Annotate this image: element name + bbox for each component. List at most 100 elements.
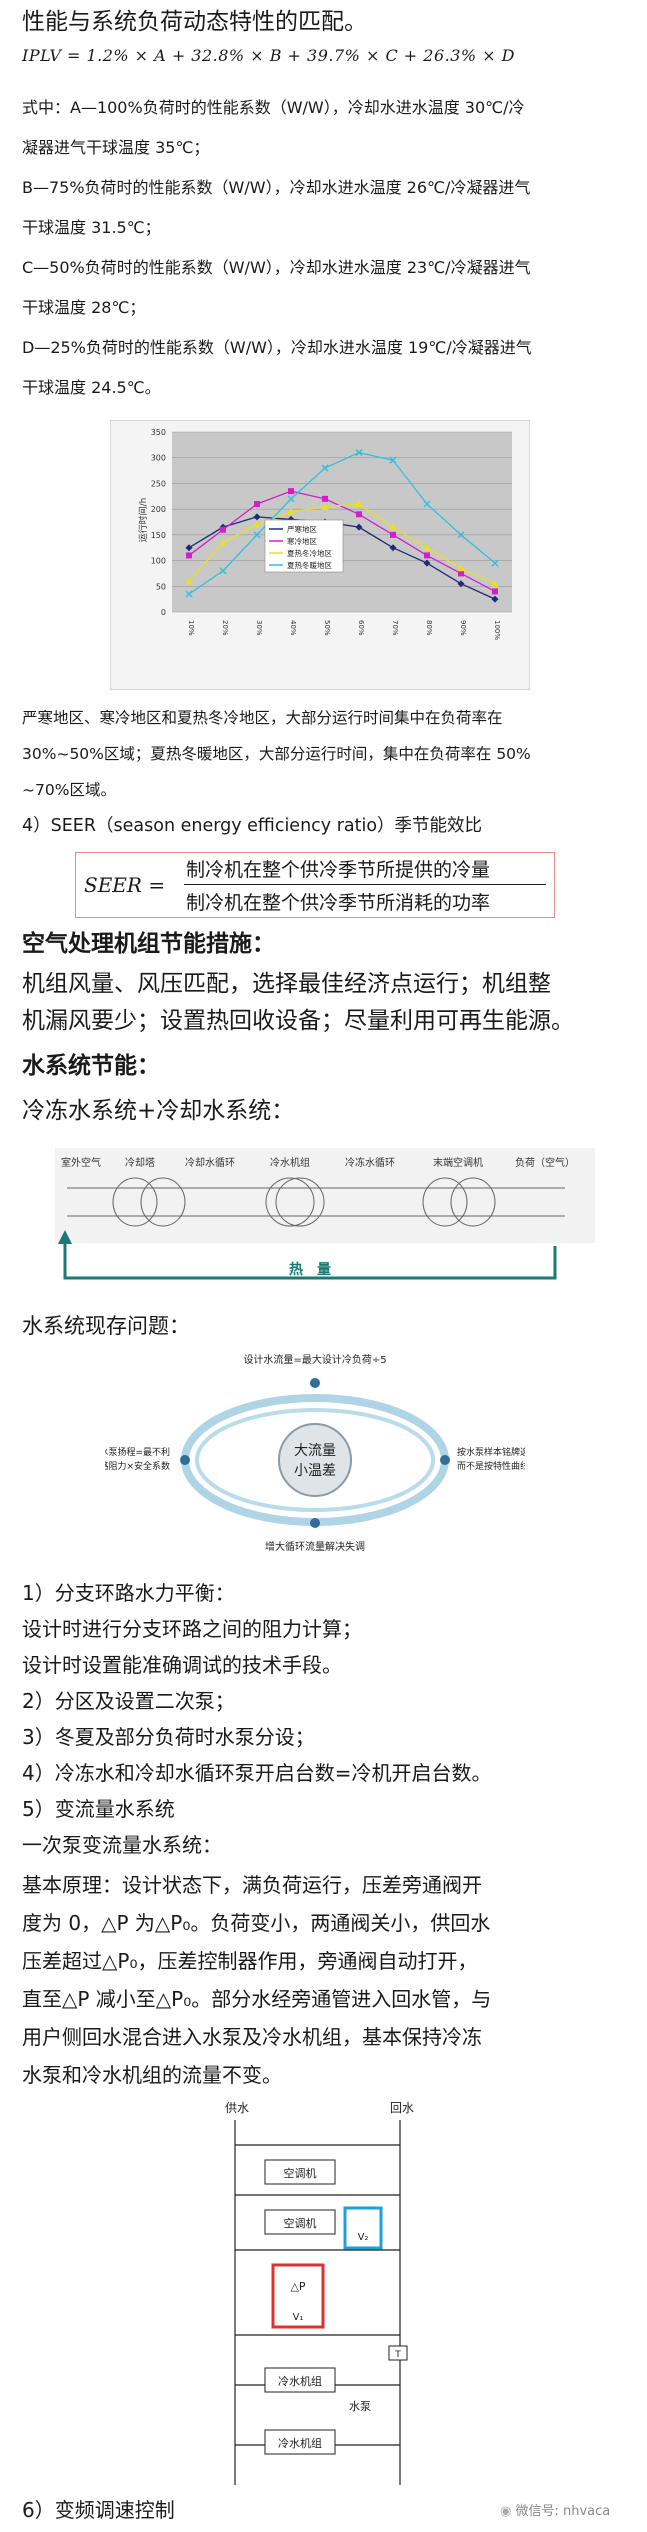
chart-x-tick-label: 90%	[459, 620, 467, 636]
chart-series-line	[188, 503, 496, 585]
chart-point	[423, 559, 431, 567]
principle-line: 压差超过△P₀，压差控制器作用，旁通阀自动打开，	[22, 1949, 478, 1973]
seer-denominator: 制冷机在整个供冷季节所消耗的功率	[186, 892, 491, 914]
problem-left: 环路阻力×安全系数	[105, 1460, 170, 1472]
principle-line: 直至△P 减小至△P₀。部分水经旁通管进入回水管，与	[22, 1987, 492, 2011]
chiller-label: 冷水机组	[278, 2374, 322, 2388]
wechat-icon: ◉	[500, 2504, 516, 2519]
valve-v2: V₂	[358, 2232, 369, 2243]
iplv-formula: IPLV = 1.2% × A + 32.8% × B + 39.7% × C …	[22, 46, 516, 65]
problem-center: 大流量	[294, 1443, 336, 1459]
chart-point	[219, 567, 227, 575]
chart-point	[253, 520, 261, 528]
principle-line: 用户侧回水混合进入水泵及冷水机组，基本保持冷冻	[22, 2025, 482, 2049]
chart-legend-label: 寒冷地区	[287, 536, 317, 546]
chart-point	[287, 515, 295, 523]
chart-point	[389, 523, 397, 531]
problem-right: 按水泵样本铭牌选泵	[457, 1446, 525, 1458]
chart-point	[457, 564, 465, 572]
chart-point	[356, 511, 362, 518]
loop-label: 冷水机组	[270, 1156, 310, 1169]
chart-y-tick-label: 200	[151, 505, 166, 514]
principle-line: 水泵和冷水机组的流量不变。	[22, 2063, 282, 2087]
list-line: 2）分区及设置二次泵；	[22, 1689, 235, 1713]
chart-point	[288, 488, 294, 495]
seer-lhs: SEER =	[84, 873, 166, 897]
chart-x-tick-label: 60%	[357, 620, 365, 636]
list-line: 4）冷冻水和冷却水循环泵开启台数=冷机开启台数。	[22, 1761, 492, 1785]
loop-label: 冷冻水循环	[345, 1156, 395, 1169]
def-line: 干球温度 31.5℃；	[22, 218, 161, 237]
chart-point	[491, 559, 499, 567]
chart-point	[457, 580, 465, 588]
water-section-title: 水系统节能：	[22, 1053, 160, 1079]
chart-x-tick-label: 80%	[425, 620, 433, 636]
problem-cycle-diagram: 设计水流量=最大设计冷负荷÷5 大流量 小温差 水泵扬程=最不利 环路阻力×安全…	[105, 1353, 525, 1553]
chart-point	[390, 531, 396, 538]
air-section-title: 空气处理机组节能措施：	[22, 931, 275, 957]
t-label: T	[394, 2350, 401, 2360]
chart-point	[254, 501, 260, 507]
chart-note-line: 严寒地区、寒冷地区和夏热冬冷地区，大部分运行时间集中在负荷率在	[22, 709, 503, 727]
loop-label: 末端空调机	[433, 1156, 483, 1169]
chart-point	[457, 531, 465, 539]
loop-label: 冷却水循环	[185, 1156, 235, 1169]
chart-series-line	[188, 451, 496, 595]
chart-y-tick-label: 350	[151, 428, 166, 437]
chart-y-tick-label: 150	[151, 531, 166, 540]
chart-point	[491, 595, 499, 603]
chart-point	[321, 464, 329, 472]
chart-x-tick-label: 100%	[493, 620, 501, 640]
chart-legend-label: 夏热冬冷地区	[287, 548, 332, 558]
def-line: C—50%负荷时的性能系数（W/W），冷却水进水温度 23℃/冷凝器进气	[22, 258, 531, 277]
chart-point	[186, 552, 192, 559]
list-line: 设计时设置能准确调试的技术手段。	[22, 1653, 342, 1677]
chart-point	[185, 590, 193, 598]
loop-label: 负荷（空气）	[515, 1156, 575, 1169]
chart-x-tick-label: 50%	[323, 620, 331, 636]
seer-formula-box: SEER = 制冷机在整个供冷季节所提供的冷量 制冷机在整个供冷季节所消耗的功率	[75, 852, 555, 918]
return-label: 回水	[390, 2101, 414, 2115]
problem-right: 而不是按特性曲线选	[457, 1460, 525, 1472]
problem-left: 水泵扬程=最不利	[105, 1446, 170, 1458]
seer-numerator: 制冷机在整个供冷季节所提供的冷量	[186, 859, 491, 881]
chart-point	[219, 538, 227, 546]
chart-x-tick-label: 40%	[289, 620, 297, 636]
def-line: 干球温度 24.5℃。	[22, 378, 161, 397]
principle-line: 基本原理：设计状态下，满负荷运行，压差旁通阀开	[22, 1873, 482, 1897]
pump-label: 水泵	[349, 2400, 371, 2413]
chart-point	[185, 577, 193, 585]
chart-point	[185, 544, 193, 552]
list-line: 一次泵变流量水系统：	[22, 1833, 222, 1857]
def-line: D—25%负荷时的性能系数（W/W），冷却水进水温度 19℃/冷凝器进气	[22, 338, 532, 357]
list-line: 5）变流量水系统	[22, 1797, 175, 1821]
water-subtitle: 冷冻水系统+冷却水系统：	[22, 1098, 295, 1124]
watermark: ◉ 微信号: nhvaca	[500, 2500, 610, 2519]
chart-point	[389, 456, 397, 464]
chart-x-tick-label: 30%	[255, 620, 263, 636]
supply-label: 供水	[225, 2101, 249, 2115]
valve-v1: V₁	[293, 2312, 304, 2323]
chart-y-axis-label: 运行时间/h	[137, 498, 149, 543]
chart-point	[355, 449, 363, 457]
chart-point	[491, 579, 499, 587]
dp-label: △P	[290, 2280, 305, 2293]
def-line: 干球温度 28℃；	[22, 298, 146, 317]
problem-top: 设计水流量=最大设计冷负荷÷5	[243, 1353, 386, 1366]
chart-point	[322, 495, 328, 502]
chart-y-tick-label: 300	[151, 454, 166, 463]
chart-point	[389, 544, 397, 552]
chart-x-tick-label: 20%	[221, 620, 229, 636]
chart-y-tick-label: 100	[151, 557, 166, 566]
chart-point	[287, 495, 295, 503]
chart-y-tick-label: 250	[151, 479, 166, 488]
primary-pump-schematic: 供水 回水 空调机 空调机 V₂ △P V₁ T 冷水机组 水泵 冷水机组	[225, 2101, 414, 2485]
chart-y-tick-label: 0	[161, 608, 166, 617]
unit-label: 空调机	[284, 2166, 317, 2180]
loop-label: 冷却塔	[125, 1156, 155, 1169]
water-loop-diagram: 室外空气 冷却塔 冷却水循环 冷水机组 冷冻水循环 末端空调机 负荷（空气） 热…	[55, 1148, 595, 1280]
chart-point	[321, 502, 329, 510]
def-line: 式中：A—100%负荷时的性能系数（W/W），冷却水进水温度 30℃/冷	[22, 98, 525, 117]
heat-label: 热 量	[289, 1261, 331, 1278]
chart-point	[423, 543, 431, 551]
